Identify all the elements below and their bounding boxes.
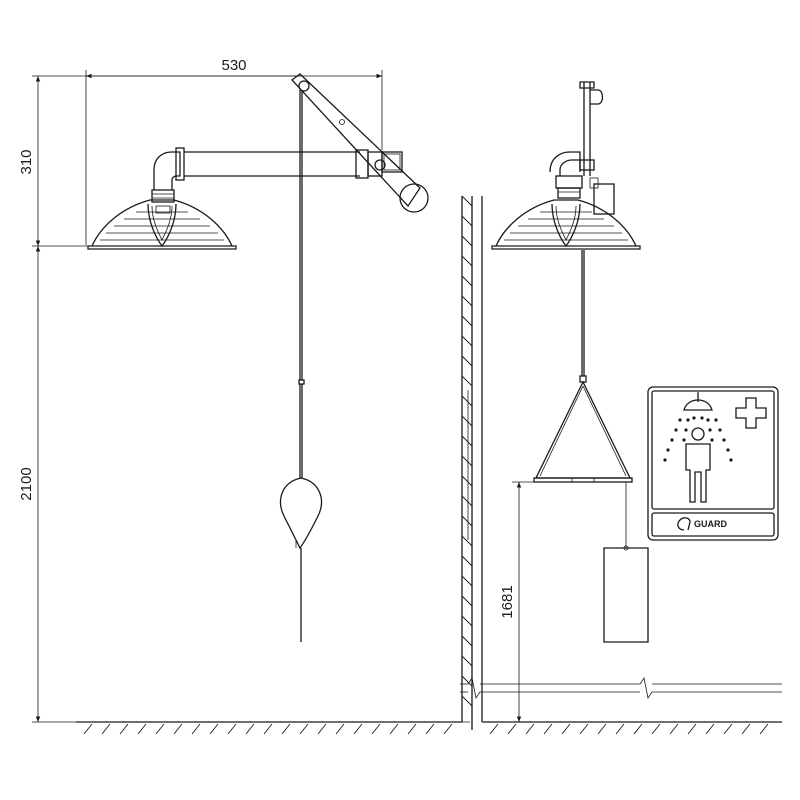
dimension-width: 530 [85,57,383,245]
vertical-pipe-side [579,81,615,215]
dimension-head-height-label: 310 [18,149,35,174]
dimension-mount-height: 2100 [18,246,470,723]
wall-side [481,196,782,735]
svg-text:GUARD: GUARD [694,519,727,529]
floor-front [76,721,462,735]
front-view: 530 310 2100 [18,57,473,735]
side-view: 1681 [460,81,782,735]
instruction-tag [603,482,649,643]
dimension-handle-height: 1681 [499,481,534,722]
pull-lever-arm [291,73,429,213]
supply-pipe-front [184,149,403,179]
shower-pictogram-icon [663,392,733,462]
first-aid-cross-icon [735,397,767,429]
break-lines [460,676,782,700]
brand-logo: GUARD [677,517,727,531]
shower-head-side [491,151,641,250]
wall-section [461,195,473,730]
person-pictogram-icon [685,427,711,503]
shower-head-front [87,147,237,250]
pull-rod-front [279,90,323,642]
dimension-width-label: 530 [221,57,246,74]
dimension-handle-height-label: 1681 [499,585,516,618]
safety-sign: GUARD [647,386,779,541]
dimension-mount-height-label: 2100 [18,467,35,500]
dimension-head-height: 310 [18,75,300,247]
pull-rod-side [533,250,633,483]
